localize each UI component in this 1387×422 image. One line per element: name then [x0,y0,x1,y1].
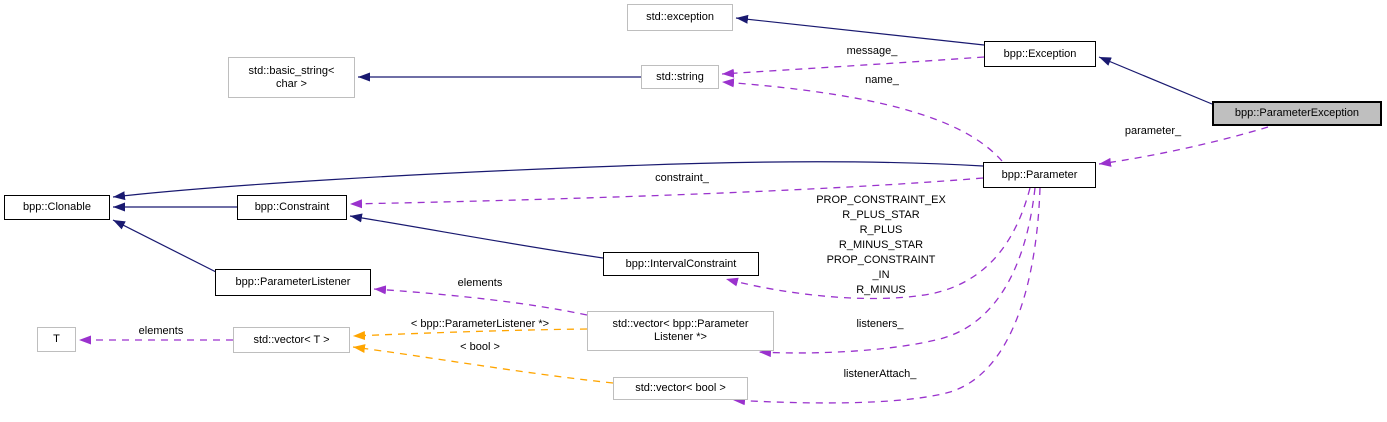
label-name: name_ [865,74,899,86]
node-bpp-constraint[interactable]: bpp::Constraint [237,195,347,220]
label-parameter: parameter_ [1124,125,1182,137]
node-bpp-interval-constraint[interactable]: bpp::IntervalConstraint [603,252,759,276]
node-bpp-parameter[interactable]: bpp::Parameter [983,162,1096,188]
label-listener-attach: listenerAttach_ [843,368,917,380]
edge-vector-listener-elements [373,285,588,316]
node-std-basic-string: std::basic_string< char > [228,57,355,98]
label-elements-t: elements [138,325,184,337]
edge-parameterlistener-inherits-clonable [112,219,217,273]
node-bpp-parameter-listener[interactable]: bpp::ParameterListener [215,269,371,296]
edge-static-constraint-members [725,187,1031,300]
label-message: message_ [846,45,898,57]
edge-exception-inherits-stdexception [735,14,985,46]
node-std-exception: std::exception [627,4,733,31]
edge-template-instance-listener [352,328,588,340]
node-bpp-exception[interactable]: bpp::Exception [984,41,1096,67]
node-std-vector-bool: std::vector< bool > [613,377,748,400]
edge-name-member [721,78,1003,162]
node-bpp-clonable[interactable]: bpp::Clonable [4,195,110,220]
node-bpp-parameter-exception: bpp::ParameterException [1212,101,1382,126]
edge-listenerattach-member [732,187,1041,406]
edge-parameter-inherits-clonable [112,161,984,201]
edge-constraint-member [349,177,984,209]
label-template-listener: < bpp::ParameterListener *> [410,318,550,330]
label-listeners: listeners_ [856,318,904,330]
edge-intervalconstraint-inherits-constraint [349,213,604,259]
edge-message-member [721,56,985,78]
node-t: T [37,327,76,352]
label-static-constraints: PROP_CONSTRAINT_EX R_PLUS_STAR R_PLUS R_… [816,194,946,296]
node-std-string: std::string [641,65,719,89]
label-constraint: constraint_ [655,172,709,184]
label-elements-listener: elements [457,277,503,289]
label-template-bool: < bool > [460,341,500,353]
edge-parameterexception-inherits-exception [1098,56,1213,105]
node-std-vector-t: std::vector< T > [233,327,350,353]
node-std-vector-parameter-listener: std::vector< bpp::Parameter Listener *> [587,311,774,351]
